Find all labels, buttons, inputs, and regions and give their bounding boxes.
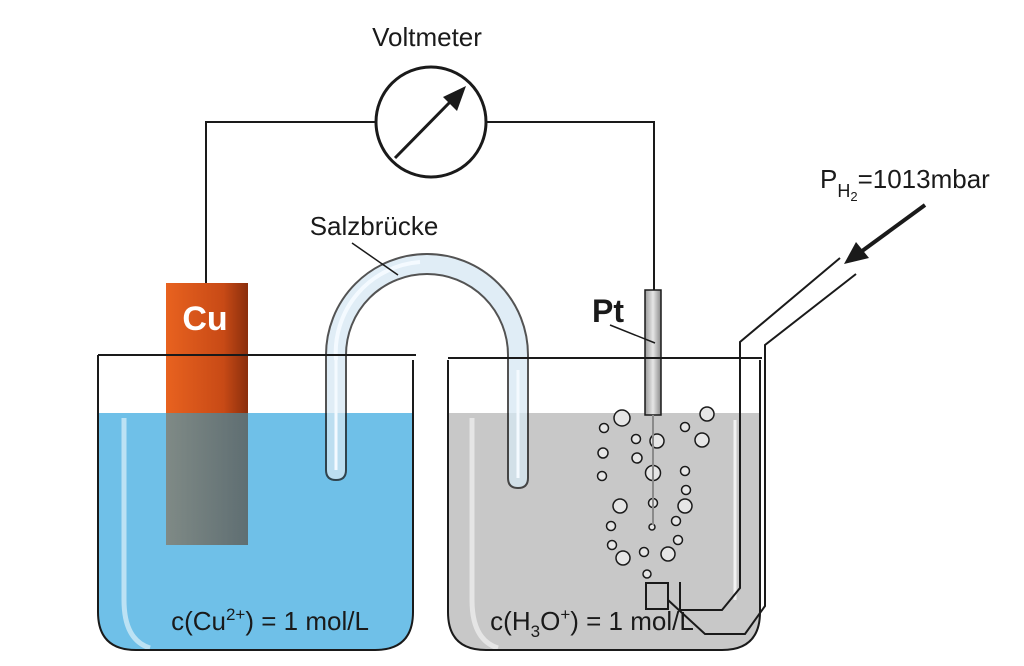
salt-bridge-label: Salzbrücke bbox=[310, 211, 439, 241]
platinum-leader bbox=[609, 324, 656, 344]
circuit-wires bbox=[205, 121, 655, 290]
copper-electrode: Cu bbox=[166, 283, 248, 545]
pressure-label: PH2=1013mbar bbox=[820, 164, 990, 204]
salt-bridge-leader bbox=[351, 242, 399, 276]
copper-concentration-label: c(Cu2+) = 1 mol/L bbox=[171, 605, 369, 636]
bubble bbox=[679, 465, 691, 477]
bubble bbox=[597, 447, 609, 459]
copper-electrode-submerged bbox=[166, 413, 248, 545]
bubble bbox=[630, 433, 642, 445]
bubble bbox=[638, 546, 650, 558]
salt-bridge-shine bbox=[333, 260, 421, 361]
right-beaker bbox=[447, 360, 761, 651]
bubble bbox=[694, 432, 710, 448]
platinum-label: Pt bbox=[592, 293, 624, 329]
bubble bbox=[680, 484, 692, 496]
bubble bbox=[677, 498, 693, 514]
left-beaker bbox=[97, 355, 414, 651]
bubble bbox=[606, 539, 618, 551]
bubble bbox=[642, 569, 652, 579]
salt-bridge: Salzbrücke bbox=[310, 211, 529, 490]
bubble bbox=[598, 422, 610, 434]
wire-left bbox=[205, 121, 375, 284]
bubble bbox=[613, 409, 631, 427]
bubble bbox=[612, 498, 628, 514]
bubble bbox=[615, 550, 631, 566]
wire-right bbox=[486, 121, 655, 290]
voltmeter-label: Voltmeter bbox=[372, 22, 482, 52]
hydrogen-bubbles bbox=[596, 406, 715, 579]
salt-bridge-tube bbox=[325, 253, 529, 490]
inlet-tube-outlet bbox=[645, 582, 669, 610]
bubble bbox=[679, 421, 691, 433]
bubble bbox=[670, 515, 682, 527]
inlet-tube-inner-wall bbox=[679, 257, 841, 611]
gas-inlet-arrow bbox=[844, 203, 927, 264]
bubble bbox=[631, 452, 643, 464]
bubble bbox=[605, 520, 617, 532]
hydronium-concentration-label: c(H3O+) = 1 mol/L bbox=[490, 605, 694, 641]
copper-electrode-label: Cu bbox=[182, 300, 227, 338]
voltmeter-needle-arrowhead bbox=[443, 86, 466, 111]
arrow-icon bbox=[856, 203, 927, 256]
hydrogen-inlet-tube bbox=[645, 257, 857, 635]
right-beaker-highlight bbox=[469, 418, 499, 651]
bubble bbox=[596, 470, 608, 482]
copper-electrode-top bbox=[166, 283, 248, 415]
bubble bbox=[699, 406, 715, 422]
arrow-head bbox=[844, 242, 869, 264]
bubble bbox=[660, 546, 676, 562]
voltmeter: Voltmeter bbox=[372, 22, 488, 179]
bubble bbox=[672, 534, 684, 546]
platinum-electrode: Pt bbox=[592, 289, 662, 525]
platinum-electrode-rod bbox=[644, 289, 662, 416]
voltmeter-needle bbox=[393, 98, 454, 160]
left-beaker-highlight bbox=[121, 418, 151, 651]
